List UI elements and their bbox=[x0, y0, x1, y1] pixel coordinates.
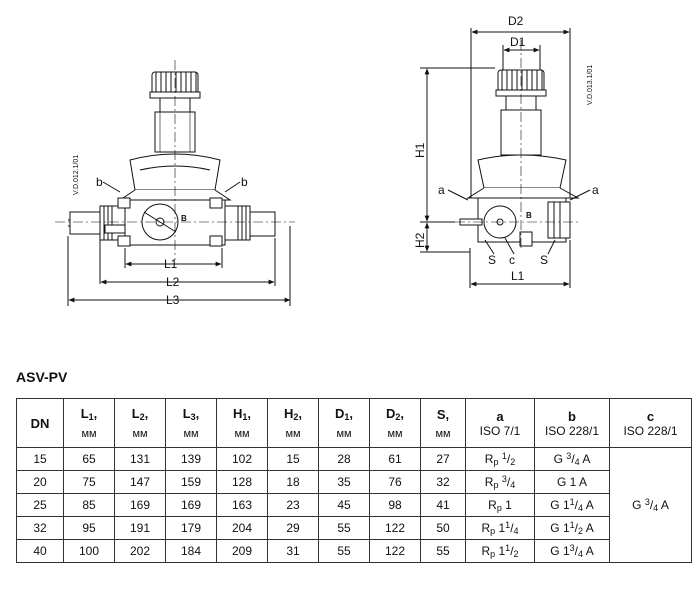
cell-d2: 98 bbox=[369, 493, 421, 517]
label-B-right: B bbox=[526, 211, 532, 220]
cell-b: G 1 A bbox=[534, 470, 610, 494]
cell-a: Rp 1/2 bbox=[465, 447, 535, 471]
cell-l3: 169 bbox=[165, 493, 217, 517]
cell-b: G 3/4 A bbox=[534, 447, 610, 471]
table-header-row: DN L1,мм L2,мм L3,мм H1,мм H2,мм D1,мм D… bbox=[16, 398, 692, 448]
cell-d2: 122 bbox=[369, 516, 421, 540]
cell-dn: 20 bbox=[16, 470, 64, 494]
label-b-left: b bbox=[96, 175, 103, 189]
cell-a: Rp 3/4 bbox=[465, 470, 535, 494]
left-valve-view bbox=[55, 60, 295, 306]
label-D2: D2 bbox=[508, 14, 524, 28]
cell-b: G 13/4 A bbox=[534, 539, 610, 563]
cell-h2: 18 bbox=[267, 470, 319, 494]
cell-dn: 15 bbox=[16, 447, 64, 471]
label-B-left: B bbox=[181, 214, 187, 223]
cell-d1: 55 bbox=[318, 539, 370, 563]
cell-d2: 122 bbox=[369, 539, 421, 563]
valve-technical-drawing: b b B L1 L2 L3 V.D.012.1/01 bbox=[55, 14, 599, 307]
label-L1-left: L1 bbox=[164, 257, 178, 271]
label-H1: H1 bbox=[413, 142, 427, 158]
label-H2: H2 bbox=[413, 232, 427, 248]
label-L2: L2 bbox=[166, 275, 180, 289]
cell-d2: 61 bbox=[369, 447, 421, 471]
cell-h2: 15 bbox=[267, 447, 319, 471]
cell-l3: 179 bbox=[165, 516, 217, 540]
header-D2: D2,мм bbox=[369, 398, 421, 448]
cell-d1: 55 bbox=[318, 516, 370, 540]
cell-a: Rp 11/2 bbox=[465, 539, 535, 563]
cell-l2: 169 bbox=[114, 493, 166, 517]
cell-h1: 102 bbox=[216, 447, 268, 471]
cell-h1: 204 bbox=[216, 516, 268, 540]
cell-h1: 163 bbox=[216, 493, 268, 517]
cell-c-merged: G 3/4 A bbox=[609, 447, 692, 563]
cell-l1: 95 bbox=[63, 516, 115, 540]
label-L1-right: L1 bbox=[511, 269, 525, 283]
label-c: c bbox=[509, 253, 515, 267]
cell-b: G 11/2 A bbox=[534, 516, 610, 540]
drawing-code-right: V.D.013.1/01 bbox=[587, 65, 594, 105]
cell-l3: 184 bbox=[165, 539, 217, 563]
cell-l1: 85 bbox=[63, 493, 115, 517]
cell-l3: 159 bbox=[165, 470, 217, 494]
cell-dn: 25 bbox=[16, 493, 64, 517]
label-S-left: S bbox=[488, 253, 496, 267]
cell-l1: 75 bbox=[63, 470, 115, 494]
cell-d1: 45 bbox=[318, 493, 370, 517]
header-H2: H2,мм bbox=[267, 398, 319, 448]
header-L2: L2,мм bbox=[114, 398, 166, 448]
cell-d1: 28 bbox=[318, 447, 370, 471]
cell-dn: 40 bbox=[16, 539, 64, 563]
cell-l2: 202 bbox=[114, 539, 166, 563]
label-L3: L3 bbox=[166, 293, 180, 307]
cell-h2: 23 bbox=[267, 493, 319, 517]
header-dn: DN bbox=[16, 398, 64, 448]
header-L3: L3,мм bbox=[165, 398, 217, 448]
cell-l2: 147 bbox=[114, 470, 166, 494]
cell-a: Rp 1 bbox=[465, 493, 535, 517]
cell-h1: 209 bbox=[216, 539, 268, 563]
header-S: S,мм bbox=[420, 398, 466, 448]
label-a-left: a bbox=[438, 183, 445, 197]
cell-l3: 139 bbox=[165, 447, 217, 471]
cell-h2: 29 bbox=[267, 516, 319, 540]
cell-s: 50 bbox=[420, 516, 466, 540]
cell-s: 41 bbox=[420, 493, 466, 517]
drawing-code-left: V.D.012.1/01 bbox=[73, 155, 80, 195]
cell-h1: 128 bbox=[216, 470, 268, 494]
label-S-right: S bbox=[540, 253, 548, 267]
header-L1: L1,мм bbox=[63, 398, 115, 448]
cell-d2: 76 bbox=[369, 470, 421, 494]
cell-s: 32 bbox=[420, 470, 466, 494]
label-D1: D1 bbox=[510, 35, 526, 49]
cell-l1: 100 bbox=[63, 539, 115, 563]
cell-s: 55 bbox=[420, 539, 466, 563]
cell-h2: 31 bbox=[267, 539, 319, 563]
label-a-right: a bbox=[592, 183, 599, 197]
cell-s: 27 bbox=[420, 447, 466, 471]
label-b-right: b bbox=[241, 175, 248, 189]
right-valve-view bbox=[420, 28, 591, 288]
cell-l2: 131 bbox=[114, 447, 166, 471]
header-D1: D1,мм bbox=[318, 398, 370, 448]
cell-l2: 191 bbox=[114, 516, 166, 540]
table-title: ASV-PV bbox=[16, 369, 68, 385]
cell-a: Rp 11/4 bbox=[465, 516, 535, 540]
cell-l1: 65 bbox=[63, 447, 115, 471]
dimensions-table: DN L1,мм L2,мм L3,мм H1,мм H2,мм D1,мм D… bbox=[16, 398, 692, 563]
cell-dn: 32 bbox=[16, 516, 64, 540]
header-H1: H1,мм bbox=[216, 398, 268, 448]
cell-b: G 11/4 A bbox=[534, 493, 610, 517]
cell-d1: 35 bbox=[318, 470, 370, 494]
